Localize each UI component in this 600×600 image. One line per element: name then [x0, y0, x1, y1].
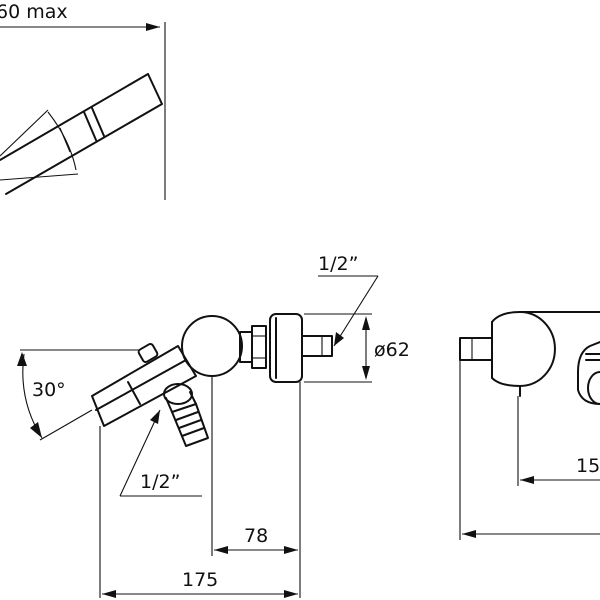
dim-side: 15: [576, 455, 600, 477]
dim-thread-bottom: 1/2”: [140, 471, 180, 493]
mixer-body-seam: [127, 381, 141, 405]
dim-angle: 30°: [32, 379, 66, 401]
connector-nut: [251, 325, 267, 369]
shower-handle-joint: [83, 111, 97, 141]
dim-62-arrow-top: [362, 316, 370, 330]
outlet-thread-1: [175, 411, 199, 421]
wall-flange: [269, 313, 303, 383]
dim-78-arrow-right: [284, 546, 298, 554]
dim-side-arrow-left: [520, 476, 534, 484]
arrow-top: [146, 23, 160, 31]
angle-arrow-bottom: [30, 422, 42, 438]
angle-arrow-top: [17, 352, 27, 366]
outlet-thread-3: [181, 427, 205, 437]
dim-78-arrow-left: [214, 546, 228, 554]
dim-175: 175: [182, 569, 218, 591]
dim-top-max: 60 max: [0, 1, 68, 23]
side-body-top: [491, 311, 600, 323]
side-inlet: [459, 337, 493, 361]
dim-175-arrow-right: [284, 590, 298, 598]
side-knob-face: [587, 371, 600, 405]
side-knob: [577, 341, 600, 405]
dim-175-arrow-left: [102, 590, 116, 598]
leader-bottom-d: [119, 409, 161, 497]
outlet-fitting: [163, 383, 209, 447]
shower-handle-joint-2: [91, 107, 105, 137]
mixer-side-view: 15: [459, 311, 600, 540]
dim-thread-top: 1/2”: [318, 253, 358, 275]
hand-shower-detail: 60 max: [0, 1, 166, 200]
leader-bottom-arrow: [150, 410, 160, 424]
side-body-arc: [519, 311, 556, 387]
dim-78: 78: [244, 525, 268, 547]
leader-top-d: [333, 275, 379, 347]
inlet-pipe: [301, 335, 333, 357]
angle-line-2: [0, 173, 79, 181]
outlet-stem: [171, 403, 209, 447]
outlet-thread-2: [178, 419, 202, 429]
shower-handle-outline: [0, 73, 163, 195]
angle-leg: [39, 409, 93, 441]
dim-diameter: ø62: [374, 339, 410, 361]
mixer-body: [91, 345, 197, 427]
mixer-body-line: [95, 359, 187, 411]
leader-top-arrow: [334, 332, 344, 346]
outlet-collar: [165, 391, 197, 413]
mixer-knob: [137, 343, 159, 363]
dim-side-bottom-arrow: [462, 530, 476, 538]
angle-line-1: [0, 109, 49, 157]
dim-62-arrow-bottom: [362, 366, 370, 380]
side-body-left: [491, 321, 521, 387]
angle-arc-top: [47, 111, 77, 171]
angle-tick: [59, 127, 71, 153]
mixer-front-view: 30° 1/2”: [17, 253, 410, 598]
mixer-ball-joint: [181, 315, 243, 377]
